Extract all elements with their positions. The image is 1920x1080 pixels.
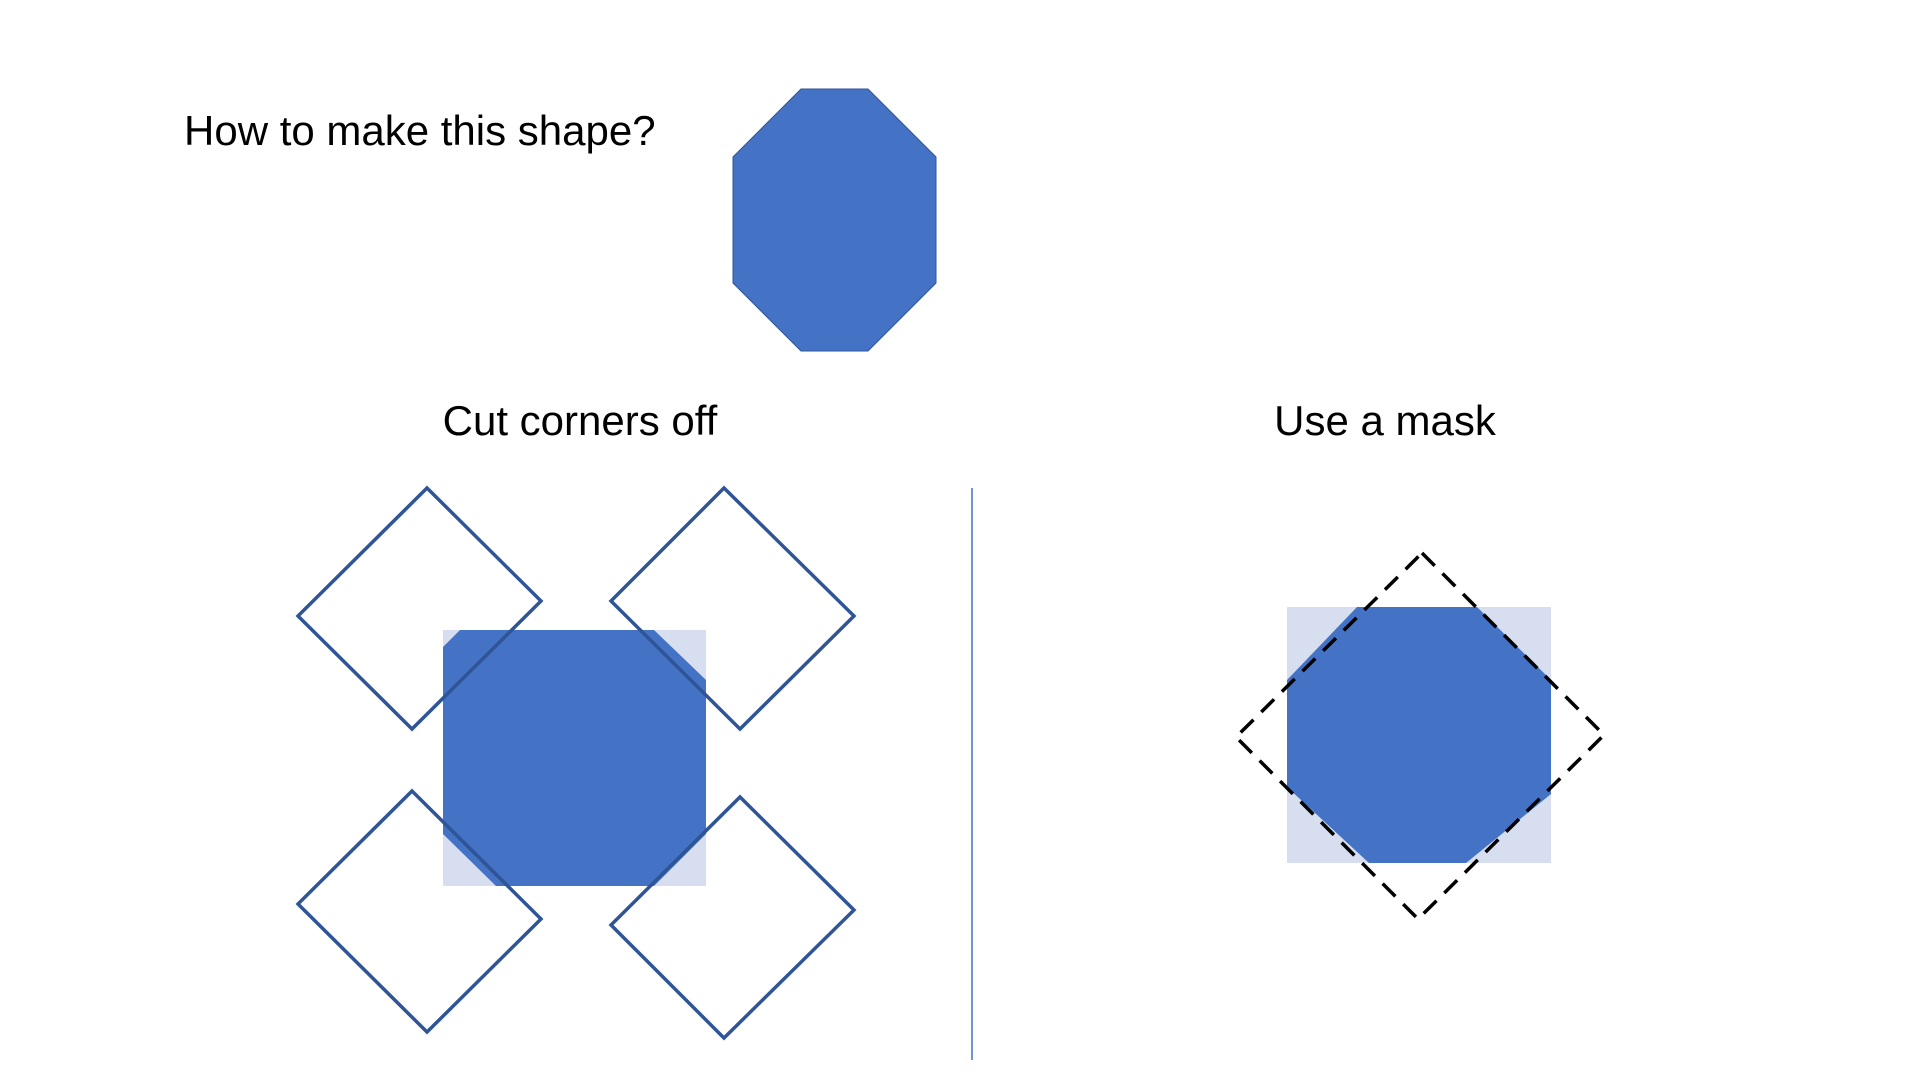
- question-title: How to make this shape?: [184, 107, 656, 154]
- cutter-diamond-top-left: [295, 485, 544, 732]
- target-octagon: [732, 88, 937, 352]
- cutter-diamond-top-right: [608, 485, 857, 732]
- cutter-diamond-bottom-right: [608, 794, 857, 1041]
- cut-corners-heading: Cut corners off: [442, 397, 718, 444]
- cutter-diamond-bottom-left: [295, 788, 544, 1035]
- mask-diagram: [1233, 550, 1607, 922]
- cut-corners-diagram: [295, 485, 857, 1041]
- cut-octagon: [443, 630, 706, 886]
- masked-octagon: [1287, 607, 1551, 863]
- use-mask-heading: Use a mask: [1274, 397, 1496, 444]
